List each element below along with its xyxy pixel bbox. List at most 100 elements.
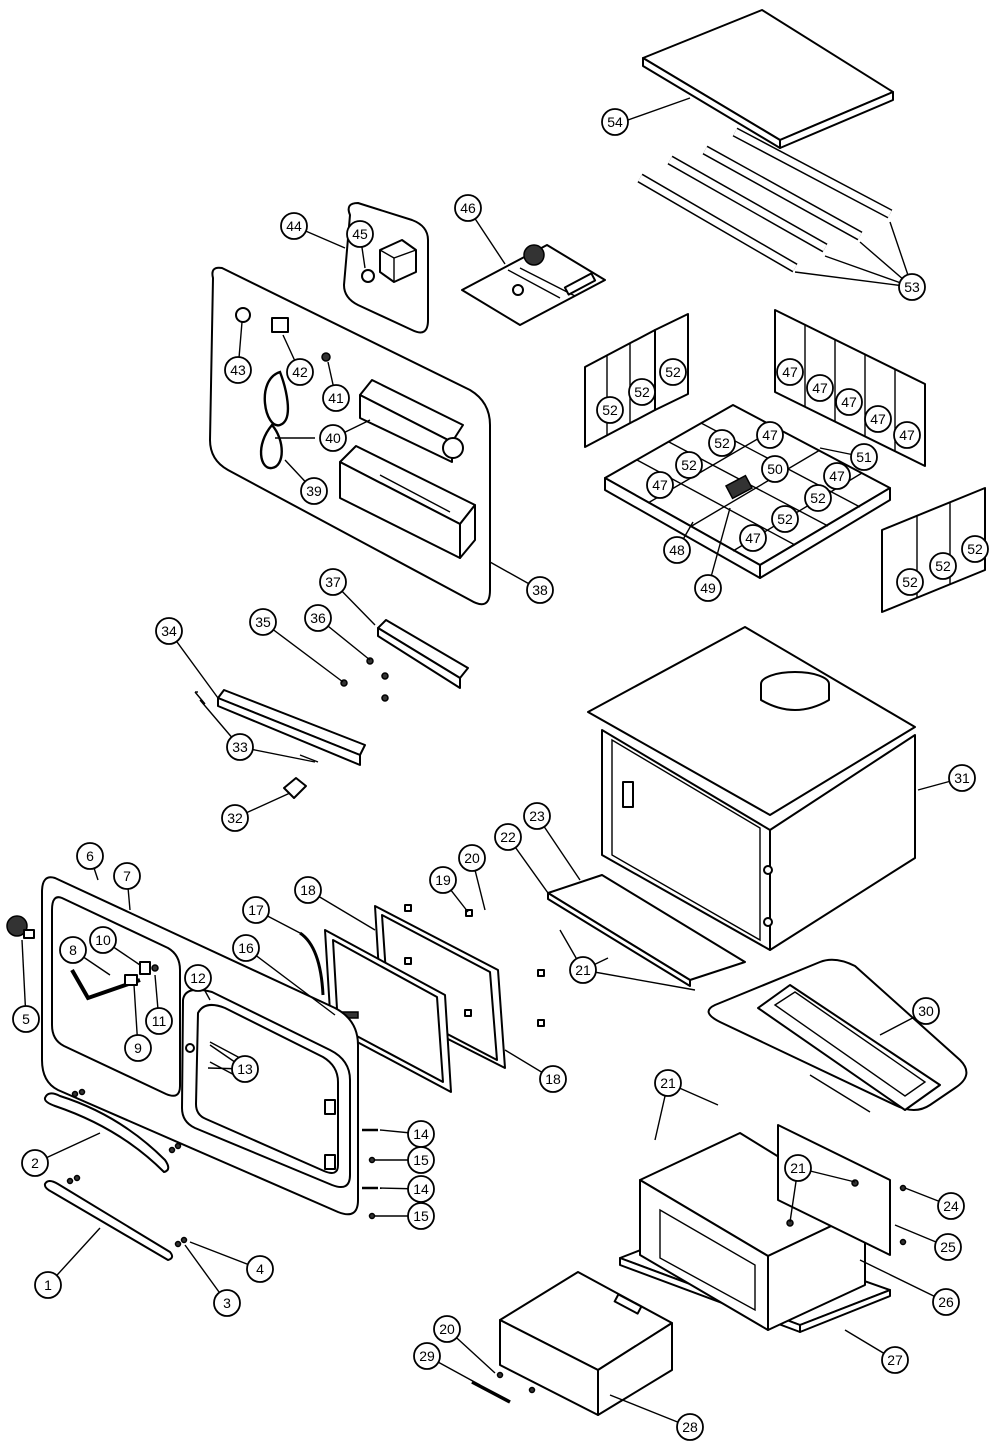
svg-text:39: 39 [306, 483, 322, 499]
svg-text:10: 10 [95, 932, 111, 948]
svg-text:35: 35 [255, 614, 271, 630]
callout-35: 35 [249, 608, 277, 636]
callout-23: 23 [523, 802, 551, 830]
svg-text:52: 52 [935, 558, 951, 574]
callout-11: 11 [145, 1007, 173, 1035]
svg-text:23: 23 [529, 808, 545, 824]
callout-10: 10 [89, 926, 117, 954]
baffle-board [642, 9, 894, 149]
callout-52: 52 [961, 535, 989, 563]
pedestal-base [619, 1124, 907, 1333]
callout-40: 40 [319, 424, 347, 452]
svg-text:14: 14 [413, 1181, 429, 1197]
svg-text:44: 44 [286, 218, 302, 234]
callout-52: 52 [659, 358, 687, 386]
svg-text:11: 11 [152, 1013, 167, 1029]
callout-4: 4 [246, 1255, 274, 1283]
svg-text:40: 40 [325, 430, 341, 446]
heat-shield-bracket [194, 619, 469, 799]
callout-47: 47 [864, 405, 892, 433]
svg-text:33: 33 [232, 739, 248, 755]
svg-text:53: 53 [904, 279, 920, 295]
svg-text:16: 16 [238, 940, 254, 956]
callout-21: 21 [569, 956, 597, 984]
svg-text:26: 26 [938, 1294, 954, 1310]
svg-text:24: 24 [943, 1198, 959, 1214]
ash-drawer [471, 1271, 673, 1416]
svg-text:47: 47 [745, 530, 761, 546]
svg-text:32: 32 [227, 810, 243, 826]
svg-text:52: 52 [602, 402, 618, 418]
svg-text:52: 52 [665, 364, 681, 380]
callout-52: 52 [896, 568, 924, 596]
svg-text:49: 49 [700, 580, 716, 596]
callout-29: 29 [413, 1342, 441, 1370]
svg-text:4: 4 [256, 1261, 264, 1277]
callout-50: 50 [761, 455, 789, 483]
svg-text:6: 6 [86, 848, 94, 864]
callout-24: 24 [937, 1192, 965, 1220]
callout-47: 47 [756, 421, 784, 449]
callout-3: 3 [213, 1289, 241, 1317]
blower-housing [707, 958, 968, 1113]
svg-text:27: 27 [887, 1352, 903, 1368]
callout-43: 43 [224, 356, 252, 384]
callout-18: 18 [539, 1065, 567, 1093]
callout-5: 5 [12, 1005, 40, 1033]
callout-52: 52 [628, 378, 656, 406]
callout-6: 6 [76, 842, 104, 870]
svg-text:52: 52 [681, 457, 697, 473]
callout-15: 15 [407, 1202, 435, 1230]
callout-22: 22 [494, 823, 522, 851]
svg-text:2: 2 [31, 1155, 39, 1171]
callout-25: 25 [934, 1233, 962, 1261]
svg-text:37: 37 [325, 574, 341, 590]
svg-text:14: 14 [413, 1126, 429, 1142]
svg-text:46: 46 [460, 200, 476, 216]
svg-text:48: 48 [669, 542, 685, 558]
callout-13: 13 [231, 1055, 259, 1083]
callout-16: 16 [232, 934, 260, 962]
door-handles [6, 915, 378, 1261]
callout-21: 21 [654, 1069, 682, 1097]
callout-52: 52 [804, 484, 832, 512]
svg-text:52: 52 [967, 541, 983, 557]
callout-37: 37 [319, 568, 347, 596]
callout-47: 47 [835, 388, 863, 416]
ash-lip [547, 874, 746, 987]
callout-53: 53 [898, 273, 926, 301]
svg-text:13: 13 [237, 1061, 253, 1077]
stove-body [587, 626, 916, 951]
svg-text:9: 9 [134, 1040, 142, 1056]
callout-49: 49 [694, 574, 722, 602]
svg-text:12: 12 [190, 970, 206, 986]
callout-14: 14 [407, 1120, 435, 1148]
callout-31: 31 [948, 764, 976, 792]
callout-47: 47 [823, 462, 851, 490]
callout-26: 26 [932, 1288, 960, 1316]
callout-47: 47 [776, 358, 804, 386]
svg-text:41: 41 [328, 390, 344, 406]
callout-47: 47 [806, 374, 834, 402]
svg-text:22: 22 [500, 829, 516, 845]
svg-text:51: 51 [856, 449, 872, 465]
callout-41: 41 [322, 384, 350, 412]
svg-text:1: 1 [44, 1277, 52, 1293]
callout-28: 28 [676, 1413, 704, 1441]
callout-20: 20 [433, 1315, 461, 1343]
svg-text:52: 52 [777, 511, 793, 527]
callout-15: 15 [407, 1146, 435, 1174]
firebricks-floor [604, 404, 891, 579]
air-tubes [637, 127, 893, 273]
svg-text:47: 47 [899, 427, 915, 443]
svg-text:42: 42 [292, 364, 308, 380]
svg-text:47: 47 [870, 411, 886, 427]
callout-14: 14 [407, 1175, 435, 1203]
svg-text:21: 21 [660, 1075, 676, 1091]
svg-text:21: 21 [575, 962, 591, 978]
callout-52: 52 [708, 429, 736, 457]
callout-bubbles: 1 2 3 4 5 6 7 8 9 10 11 12 13 14 14 15 1… [12, 108, 989, 1441]
callout-45: 45 [346, 220, 374, 248]
callout-39: 39 [300, 477, 328, 505]
